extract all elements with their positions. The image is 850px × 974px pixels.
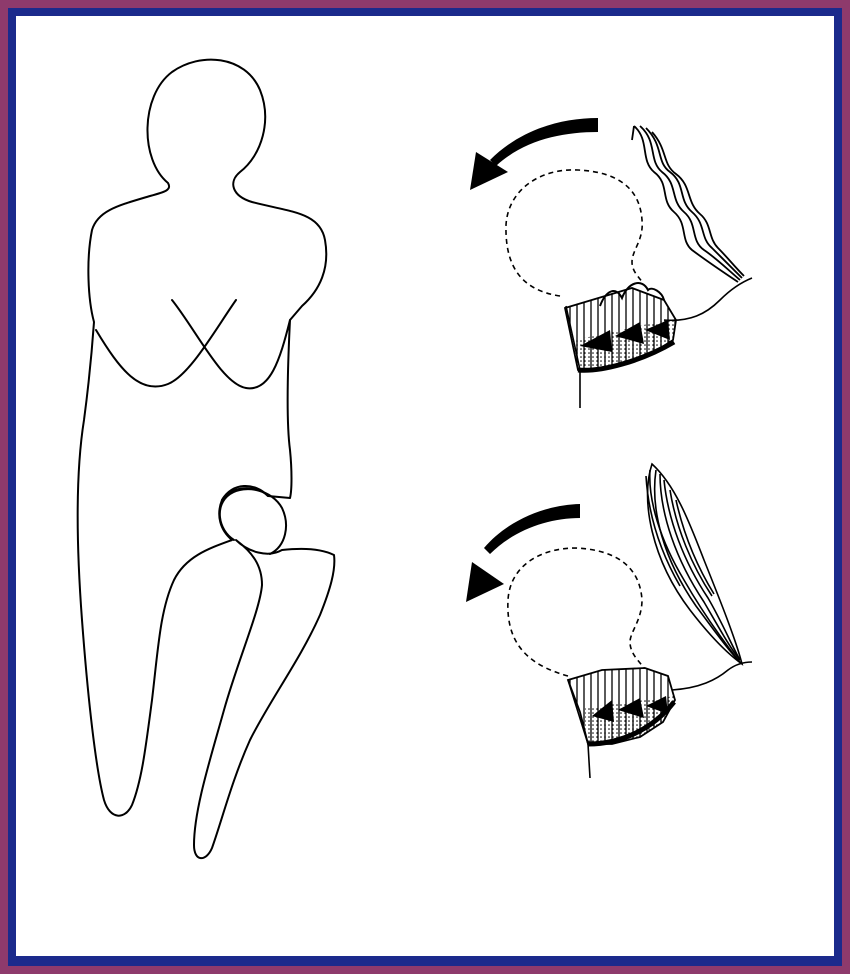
- white-panel: [16, 16, 834, 956]
